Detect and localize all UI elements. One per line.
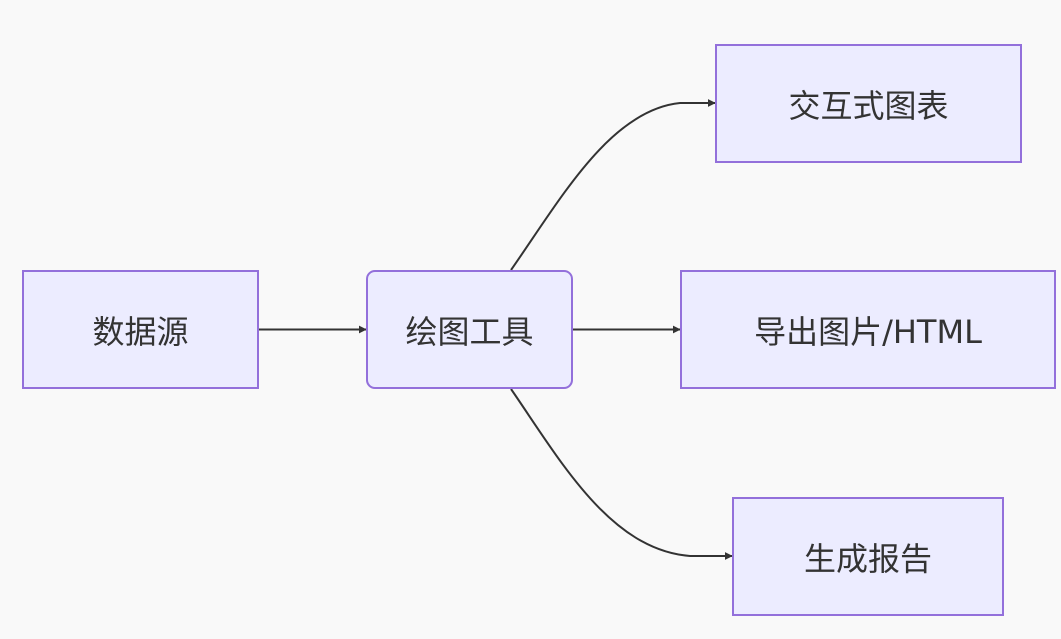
node-interactive-chart: 交互式图表: [715, 44, 1022, 163]
node-generate-report-label: 生成报告: [803, 539, 932, 578]
node-plotting-tool: 绘图工具: [366, 270, 573, 389]
node-data-source: 数据源: [22, 270, 259, 389]
node-generate-report: 生成报告: [732, 497, 1004, 616]
edge-tool-to-chart: [510, 99, 716, 271]
node-plotting-tool-label: 绘图工具: [405, 312, 534, 351]
node-export-image-html: 导出图片/HTML: [680, 270, 1056, 389]
node-data-source-label: 数据源: [92, 312, 189, 351]
node-export-image-html-label: 导出图片/HTML: [754, 312, 982, 351]
edge-tool-to-report: [510, 388, 733, 560]
node-interactive-chart-label: 交互式图表: [788, 86, 949, 125]
